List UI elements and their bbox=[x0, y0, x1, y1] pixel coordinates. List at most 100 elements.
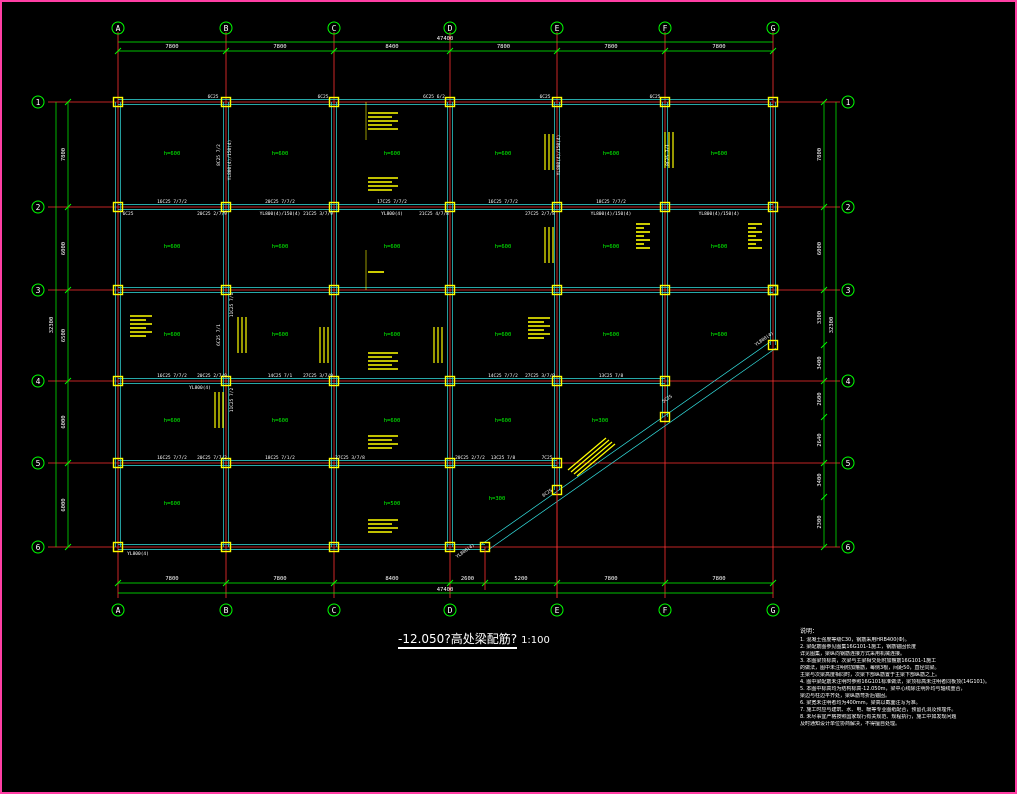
beam-label: 20C25 7/7/2 bbox=[197, 455, 227, 461]
slab-label: h=300 bbox=[592, 418, 609, 424]
dimension-text: 2640 bbox=[817, 433, 823, 446]
column bbox=[112, 457, 124, 469]
note-line: 的做法，图中未注明附加箍筋，每侧3根，间距50，直径同梁。 bbox=[800, 665, 940, 671]
beam-label: 18C25 7/7/2 bbox=[596, 199, 626, 205]
beam-label: 13C25 7/8 bbox=[599, 373, 624, 379]
grid-label: D bbox=[448, 606, 453, 615]
dimension-text: 7800 bbox=[165, 576, 178, 582]
dimension-text: 3400 bbox=[817, 356, 823, 369]
dimension-text: 6500 bbox=[61, 329, 67, 342]
notes-body: 1. 混凝土强度等级C30，钢筋采用HRB400(Ф)。2. 梁配筋图参见图集1… bbox=[800, 637, 1012, 728]
dimension-tick bbox=[64, 98, 72, 106]
note-line: 5. 本图中标高均为结构标高-12.050m，梁中心线除注明外均与轴线重合， bbox=[800, 686, 966, 692]
column bbox=[444, 457, 456, 469]
diagonal-beam-edge bbox=[487, 347, 777, 551]
dimension-tick bbox=[820, 98, 828, 106]
grid-label: 1 bbox=[36, 98, 41, 107]
note-line: 6. 梁宽未注明者均为400mm，梁高以截面注写为准。 bbox=[800, 700, 921, 706]
dimension-tick bbox=[222, 579, 230, 587]
grid-label: 5 bbox=[846, 459, 851, 468]
note-line: 4. 图中梁配筋未注明时参照16G101标准做法，梁顶标高未注明者同板顶(14G… bbox=[800, 679, 990, 685]
dimension-tick bbox=[820, 493, 828, 501]
slab-label: h=600 bbox=[495, 418, 512, 424]
column bbox=[328, 541, 340, 553]
grid-label: 5 bbox=[36, 459, 41, 468]
note-line: 3. 本图梁顶标高，次梁与主梁相交处附加箍筋16G101-1施工 bbox=[800, 658, 937, 664]
dimension-tick bbox=[820, 203, 828, 211]
dimension-tick bbox=[820, 341, 828, 349]
slab-label: h=600 bbox=[384, 244, 401, 250]
grid-bubble-4 bbox=[31, 374, 45, 388]
grid-bubble-1 bbox=[31, 95, 45, 109]
dimension-text: 7800 bbox=[604, 576, 617, 582]
slab-label: h=600 bbox=[495, 244, 512, 250]
note-line: 详见图集，梁纵向钢筋连接方式采用机械连接。 bbox=[800, 651, 906, 657]
beam-label: YL800(4) bbox=[455, 543, 476, 560]
column bbox=[659, 96, 671, 108]
grid-bubble-5 bbox=[841, 456, 855, 470]
slab-label: h=600 bbox=[495, 151, 512, 157]
dimension-text: 3300 bbox=[817, 311, 823, 324]
grid-label: 6 bbox=[846, 543, 851, 552]
dimension-total: 47400 bbox=[437, 587, 454, 593]
column bbox=[659, 411, 671, 423]
dimension-tick bbox=[769, 47, 777, 55]
beam-label: YL800(4) bbox=[754, 331, 775, 348]
column bbox=[328, 457, 340, 469]
beam-label: YL800(4)/150(4) bbox=[227, 140, 233, 181]
note-line: 及时通知设计单位协商解决，不得擅自处理。 bbox=[800, 721, 901, 727]
note-line: 主梁与次梁高度相同时，次梁下部纵筋置于主梁下部纵筋之上。 bbox=[800, 672, 941, 678]
column bbox=[444, 201, 456, 213]
dimension-tick bbox=[114, 47, 122, 55]
drawing-scale: 1:100 bbox=[521, 635, 550, 646]
grid-label: 4 bbox=[36, 377, 41, 386]
dimension-tick bbox=[330, 47, 338, 55]
grid-bubble-F bbox=[658, 603, 672, 617]
beam-label: 27C25 3/7/9 bbox=[303, 373, 333, 379]
column bbox=[444, 96, 456, 108]
general-notes: 说明： 1. 混凝土强度等级C30，钢筋采用HRB400(Ф)。2. 梁配筋图参… bbox=[800, 628, 1012, 728]
column bbox=[659, 201, 671, 213]
column bbox=[551, 375, 563, 387]
dimension-tick bbox=[222, 47, 230, 55]
yellow-annotation-stroke bbox=[573, 441, 613, 475]
dimension-text: 7800 bbox=[165, 44, 178, 50]
beam-label: YL800(4)/150(4) bbox=[556, 135, 562, 176]
slab-label: h=600 bbox=[164, 151, 181, 157]
column bbox=[767, 339, 779, 351]
grid-label: B bbox=[224, 24, 229, 33]
column bbox=[659, 375, 671, 387]
dimension-tick bbox=[820, 286, 828, 294]
beam-label: 5C25 bbox=[661, 393, 674, 404]
grid-bubble-G bbox=[766, 21, 780, 35]
grid-label: C bbox=[332, 24, 337, 33]
dimension-tick bbox=[64, 459, 72, 467]
slab-label: h=600 bbox=[603, 332, 620, 338]
slab-label: h=600 bbox=[384, 418, 401, 424]
slab-label: h=600 bbox=[164, 244, 181, 250]
slab-label: h=600 bbox=[164, 418, 181, 424]
beam-label: 27C25 3/7/8 bbox=[335, 455, 365, 461]
grid-label: A bbox=[116, 24, 121, 33]
beam-label: 20C25 2/7/9 bbox=[197, 211, 227, 217]
dimension-text: 2600 bbox=[461, 576, 474, 582]
dimension-total: 32300 bbox=[829, 317, 835, 334]
grid-label: 2 bbox=[846, 203, 851, 212]
dimension-text: 7800 bbox=[712, 44, 725, 50]
beam-label: 14C25 7/1 bbox=[268, 373, 293, 379]
grid-bubble-E bbox=[550, 603, 564, 617]
column bbox=[551, 284, 563, 296]
column bbox=[220, 457, 232, 469]
beam-label: 21C25 4/7/8 bbox=[419, 211, 449, 217]
dimension-text: 6000 bbox=[61, 242, 67, 255]
column bbox=[220, 375, 232, 387]
grid-bubble-A bbox=[111, 21, 125, 35]
beam-label: 21C25 3/7/9 bbox=[303, 211, 333, 217]
dimension-tick bbox=[661, 47, 669, 55]
yellow-annotation-stroke bbox=[567, 437, 607, 471]
dimension-text: 6000 bbox=[817, 242, 823, 255]
slab-label: h=600 bbox=[164, 501, 181, 507]
beam-label: 16C25 7/7/2 bbox=[157, 199, 187, 205]
beam-label: 6C25 bbox=[541, 487, 554, 498]
